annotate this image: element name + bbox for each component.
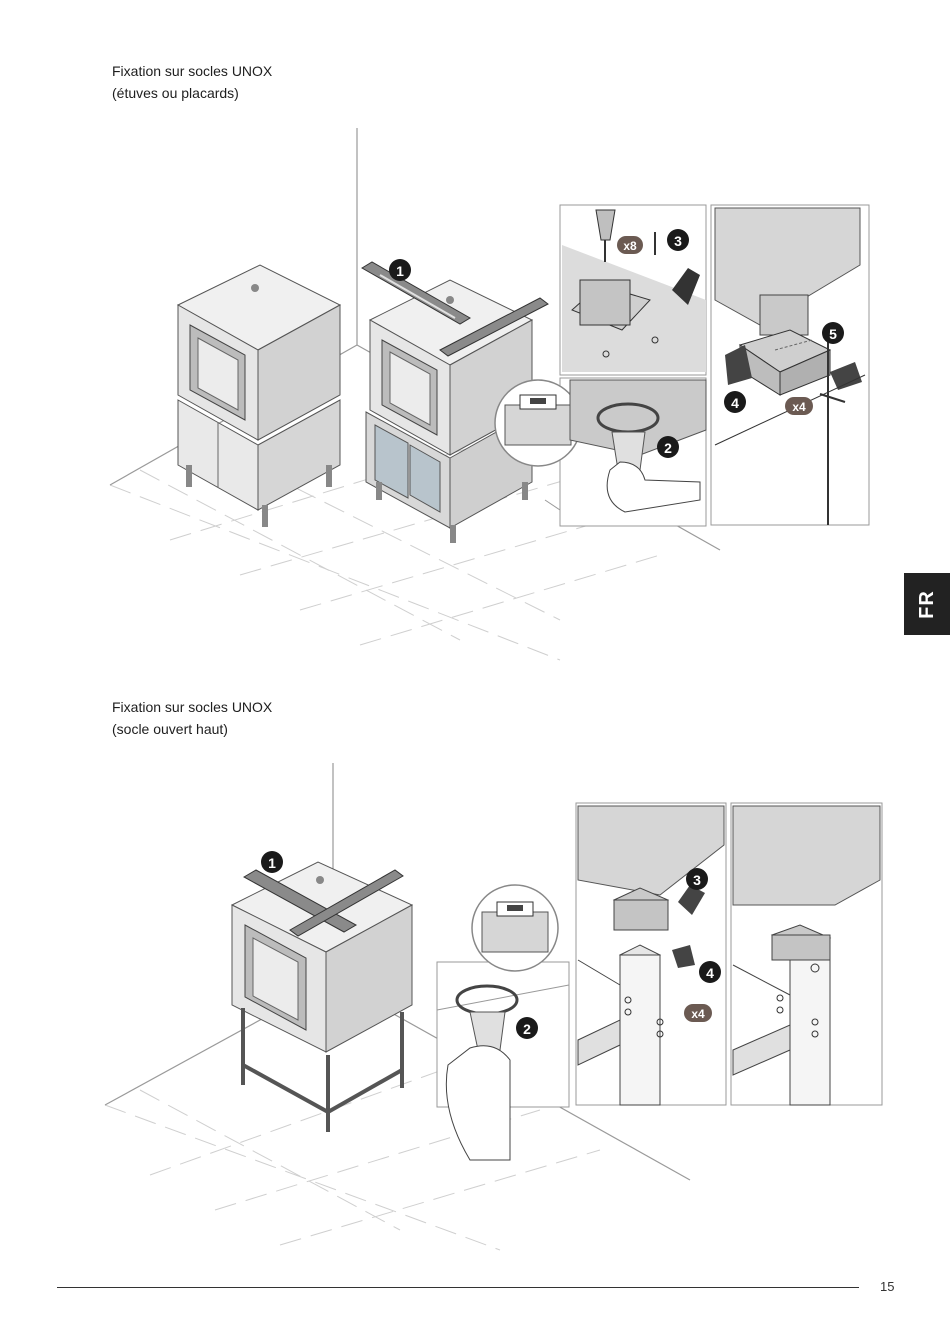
step-badge-1b-label: 1 xyxy=(268,855,276,871)
oven-on-open-stand xyxy=(232,862,412,1132)
step-badge-2b-label: 2 xyxy=(523,1021,531,1037)
step-badge-4b-label: 4 xyxy=(706,965,714,981)
leg-screw-panel xyxy=(576,803,726,1105)
leg-fixed-panel xyxy=(731,803,882,1105)
step-badge-3b-label: 3 xyxy=(693,872,701,888)
footer-rule xyxy=(57,1287,859,1288)
section-2-illustration: 1 2 3 4 x4 xyxy=(0,0,950,1280)
quantity-badge-x4b-label: x4 xyxy=(691,1007,705,1021)
page-number: 15 xyxy=(880,1279,894,1294)
level-detail-zoom-2 xyxy=(437,885,569,1160)
